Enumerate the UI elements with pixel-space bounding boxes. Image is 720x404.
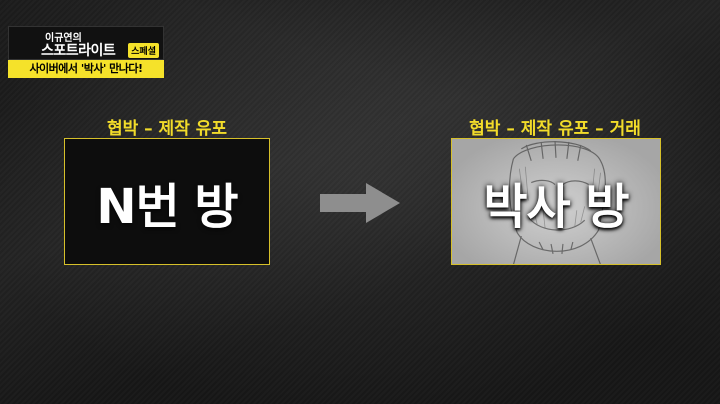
left-box-text: N번 방 xyxy=(96,178,238,235)
suspect-sketch-image xyxy=(508,140,606,264)
logo-line1: 이규연의 xyxy=(45,33,82,44)
right-arrow-icon xyxy=(320,183,400,223)
right-heading: 협박 – 제작 유포 – 거래 xyxy=(469,119,641,139)
logo-badge: 스페셜 xyxy=(128,43,159,58)
left-box: N번 방 xyxy=(64,138,270,265)
logo-line2: 스포트라이트 xyxy=(41,43,116,59)
right-box-text: 박사 방 xyxy=(483,178,629,235)
right-box: 박사 방 xyxy=(451,138,661,265)
show-logo: 이규연의 스포트라이트 스페셜 사이버에서 '박사' 만나다! xyxy=(8,26,164,78)
logo-title-panel: 이규연의 스포트라이트 스페셜 xyxy=(8,26,164,60)
left-heading: 협박 – 제작 유포 xyxy=(106,119,228,139)
logo-subtitle: 사이버에서 '박사' 만나다! xyxy=(8,60,164,78)
